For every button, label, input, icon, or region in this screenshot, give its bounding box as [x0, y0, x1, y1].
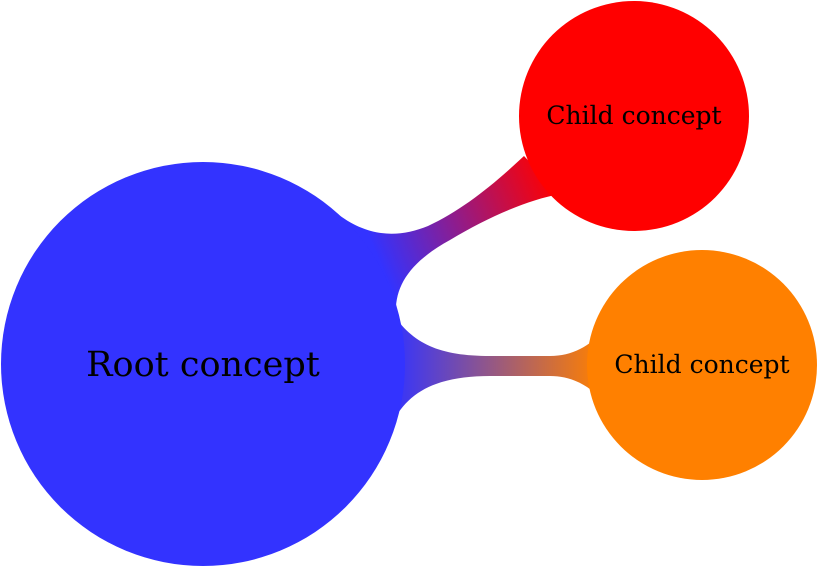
- connector-root-child1: [335, 156, 560, 326]
- child-node-1-label: Child concept: [546, 101, 721, 130]
- child-node-2: [587, 250, 817, 480]
- root-node-label: Root concept: [86, 345, 320, 385]
- connector-root-child2: [392, 312, 604, 420]
- child-node-2-label: Child concept: [614, 350, 789, 379]
- child-node-1: [519, 1, 749, 231]
- root-node: [1, 162, 405, 566]
